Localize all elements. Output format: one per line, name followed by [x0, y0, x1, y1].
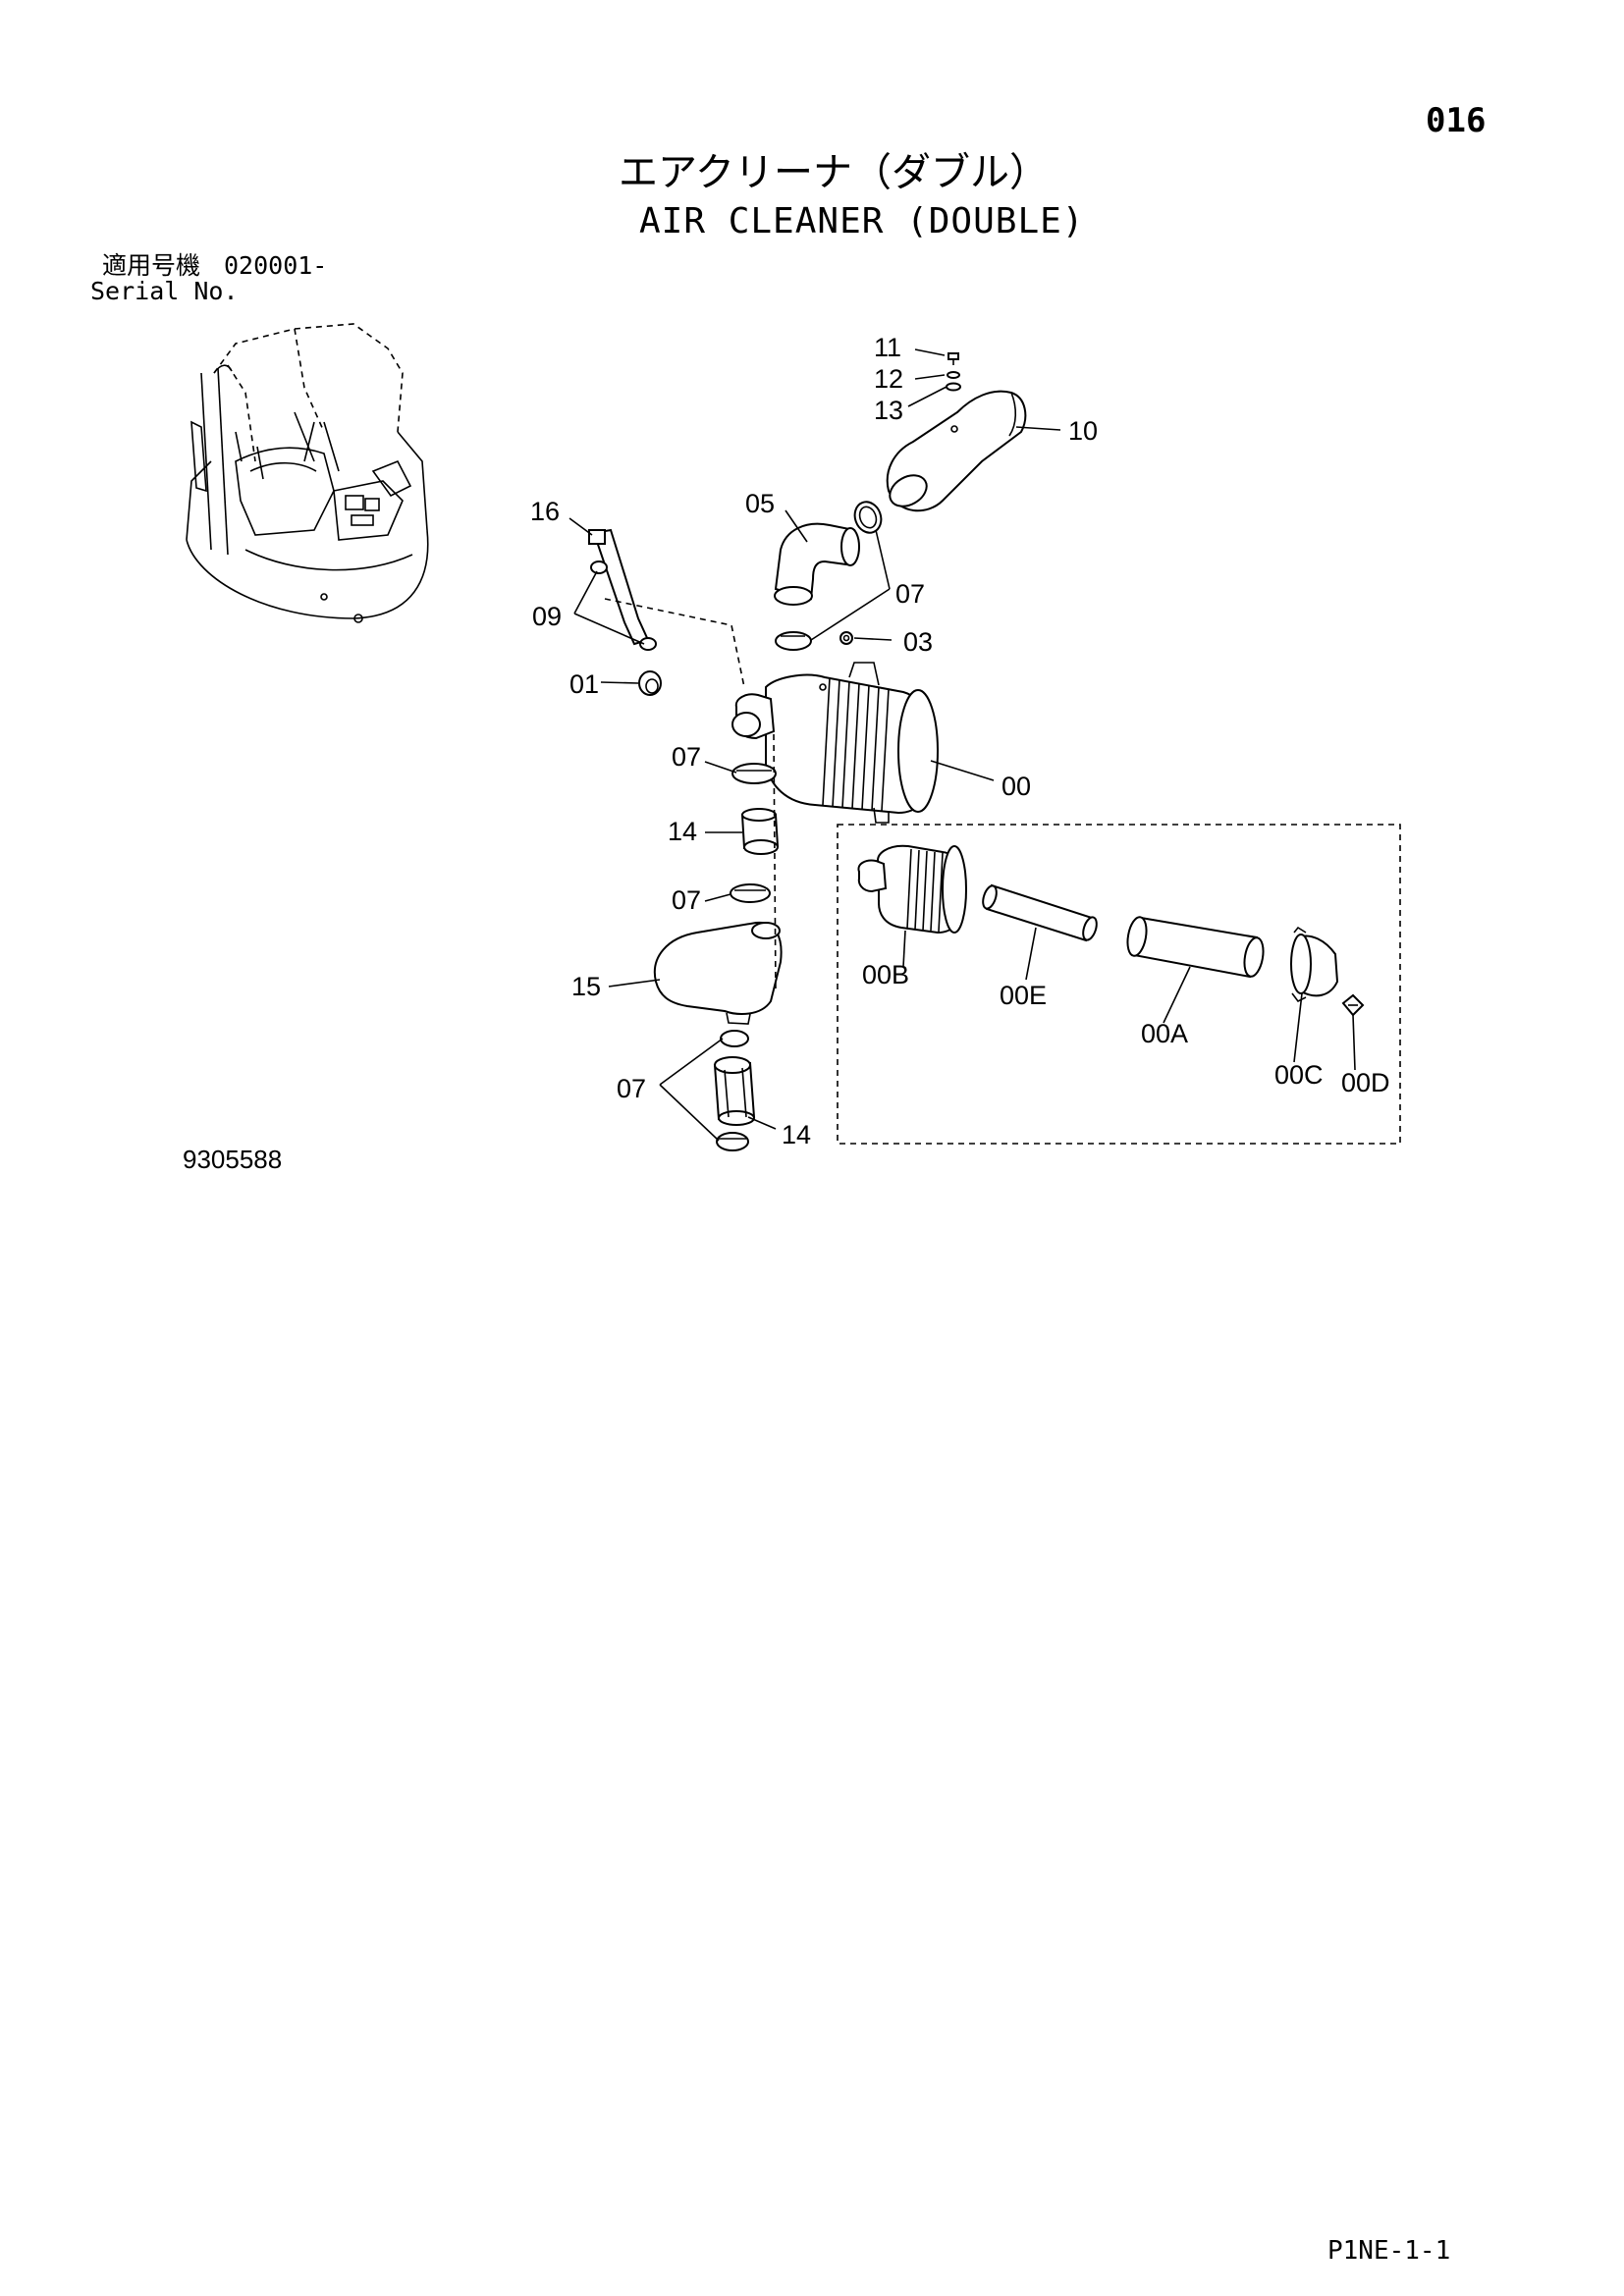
serial-label-english: Serial No. — [90, 277, 239, 305]
callout-00E: 00E — [1000, 981, 1047, 1010]
serial-number-range: 020001- — [224, 251, 328, 280]
page-title-japanese: エアクリーナ（ダブル） — [619, 150, 1049, 195]
callout-07-upper: 07 — [895, 579, 925, 609]
callout-12: 12 — [874, 364, 903, 394]
part-01-cap — [638, 670, 662, 696]
callout-05: 05 — [745, 489, 775, 518]
callout-07-outlet: 07 — [672, 742, 701, 772]
callout-00B: 00B — [862, 960, 909, 989]
serial-label-japanese: 適用号機 — [102, 251, 201, 280]
part-00A-outer-element — [1126, 916, 1265, 979]
part-11-bolt — [947, 352, 959, 365]
callout-00: 00 — [1001, 772, 1031, 801]
callout-00C: 00C — [1274, 1060, 1324, 1090]
part-14-rubber-hose-upper — [740, 808, 780, 855]
part-15-pre-cleaner-bowl — [653, 921, 783, 1025]
part-10-intake-duct — [886, 390, 1027, 512]
drawing-number: 9305588 — [183, 1145, 283, 1174]
part-07-hose-clamp-bottom-upper — [720, 1030, 749, 1047]
callout-00A: 00A — [1141, 1019, 1188, 1048]
part-00B-air-cleaner-body — [857, 844, 967, 934]
callout-13: 13 — [874, 396, 903, 425]
callout-01: 01 — [569, 669, 599, 699]
part-07-hose-clamp-outlet — [731, 763, 777, 784]
callout-00D: 00D — [1341, 1068, 1390, 1097]
callout-11: 11 — [874, 333, 901, 362]
callout-07-bottom: 07 — [617, 1074, 646, 1103]
part-00C-end-cover — [1290, 926, 1339, 1003]
page-number: 016 — [1426, 101, 1487, 140]
part-12-washer — [947, 371, 960, 379]
callout-16: 16 — [530, 497, 560, 526]
part-07-hose-clamp-upper — [853, 501, 883, 534]
part-13-washer — [946, 382, 961, 392]
callout-14-lower: 14 — [782, 1120, 811, 1149]
callout-15: 15 — [571, 972, 601, 1001]
part-07-hose-clamp-middle — [775, 631, 812, 651]
part-07-hose-clamp-lower — [730, 883, 771, 903]
part-09-small-clamp-lower — [639, 637, 657, 651]
part-00E-inner-element — [982, 883, 1098, 942]
part-16-drain-hose — [588, 528, 650, 646]
page-code: P1NE-1-1 — [1327, 2236, 1451, 2266]
part-03-bolt — [839, 631, 853, 645]
leader-lines — [568, 348, 1356, 1142]
callout-09: 09 — [532, 602, 562, 631]
callout-03: 03 — [903, 627, 933, 657]
page-title-english: AIR CLEANER (DOUBLE) — [639, 201, 1085, 241]
detail-box-filter-components — [837, 824, 1401, 1145]
part-14-rubber-hose-lower — [713, 1056, 756, 1126]
part-00-air-cleaner-assembly — [731, 662, 939, 824]
machine-overview-illustration — [186, 323, 429, 623]
part-07-hose-clamp-bottom-lower — [716, 1132, 749, 1151]
part-09-small-clamp-upper — [590, 561, 608, 574]
callout-10: 10 — [1068, 416, 1098, 446]
callout-14-upper: 14 — [668, 817, 697, 846]
part-00D-evacuator-valve — [1341, 993, 1365, 1017]
callout-07-lower: 07 — [672, 885, 701, 915]
part-05-elbow-hose — [774, 522, 860, 606]
